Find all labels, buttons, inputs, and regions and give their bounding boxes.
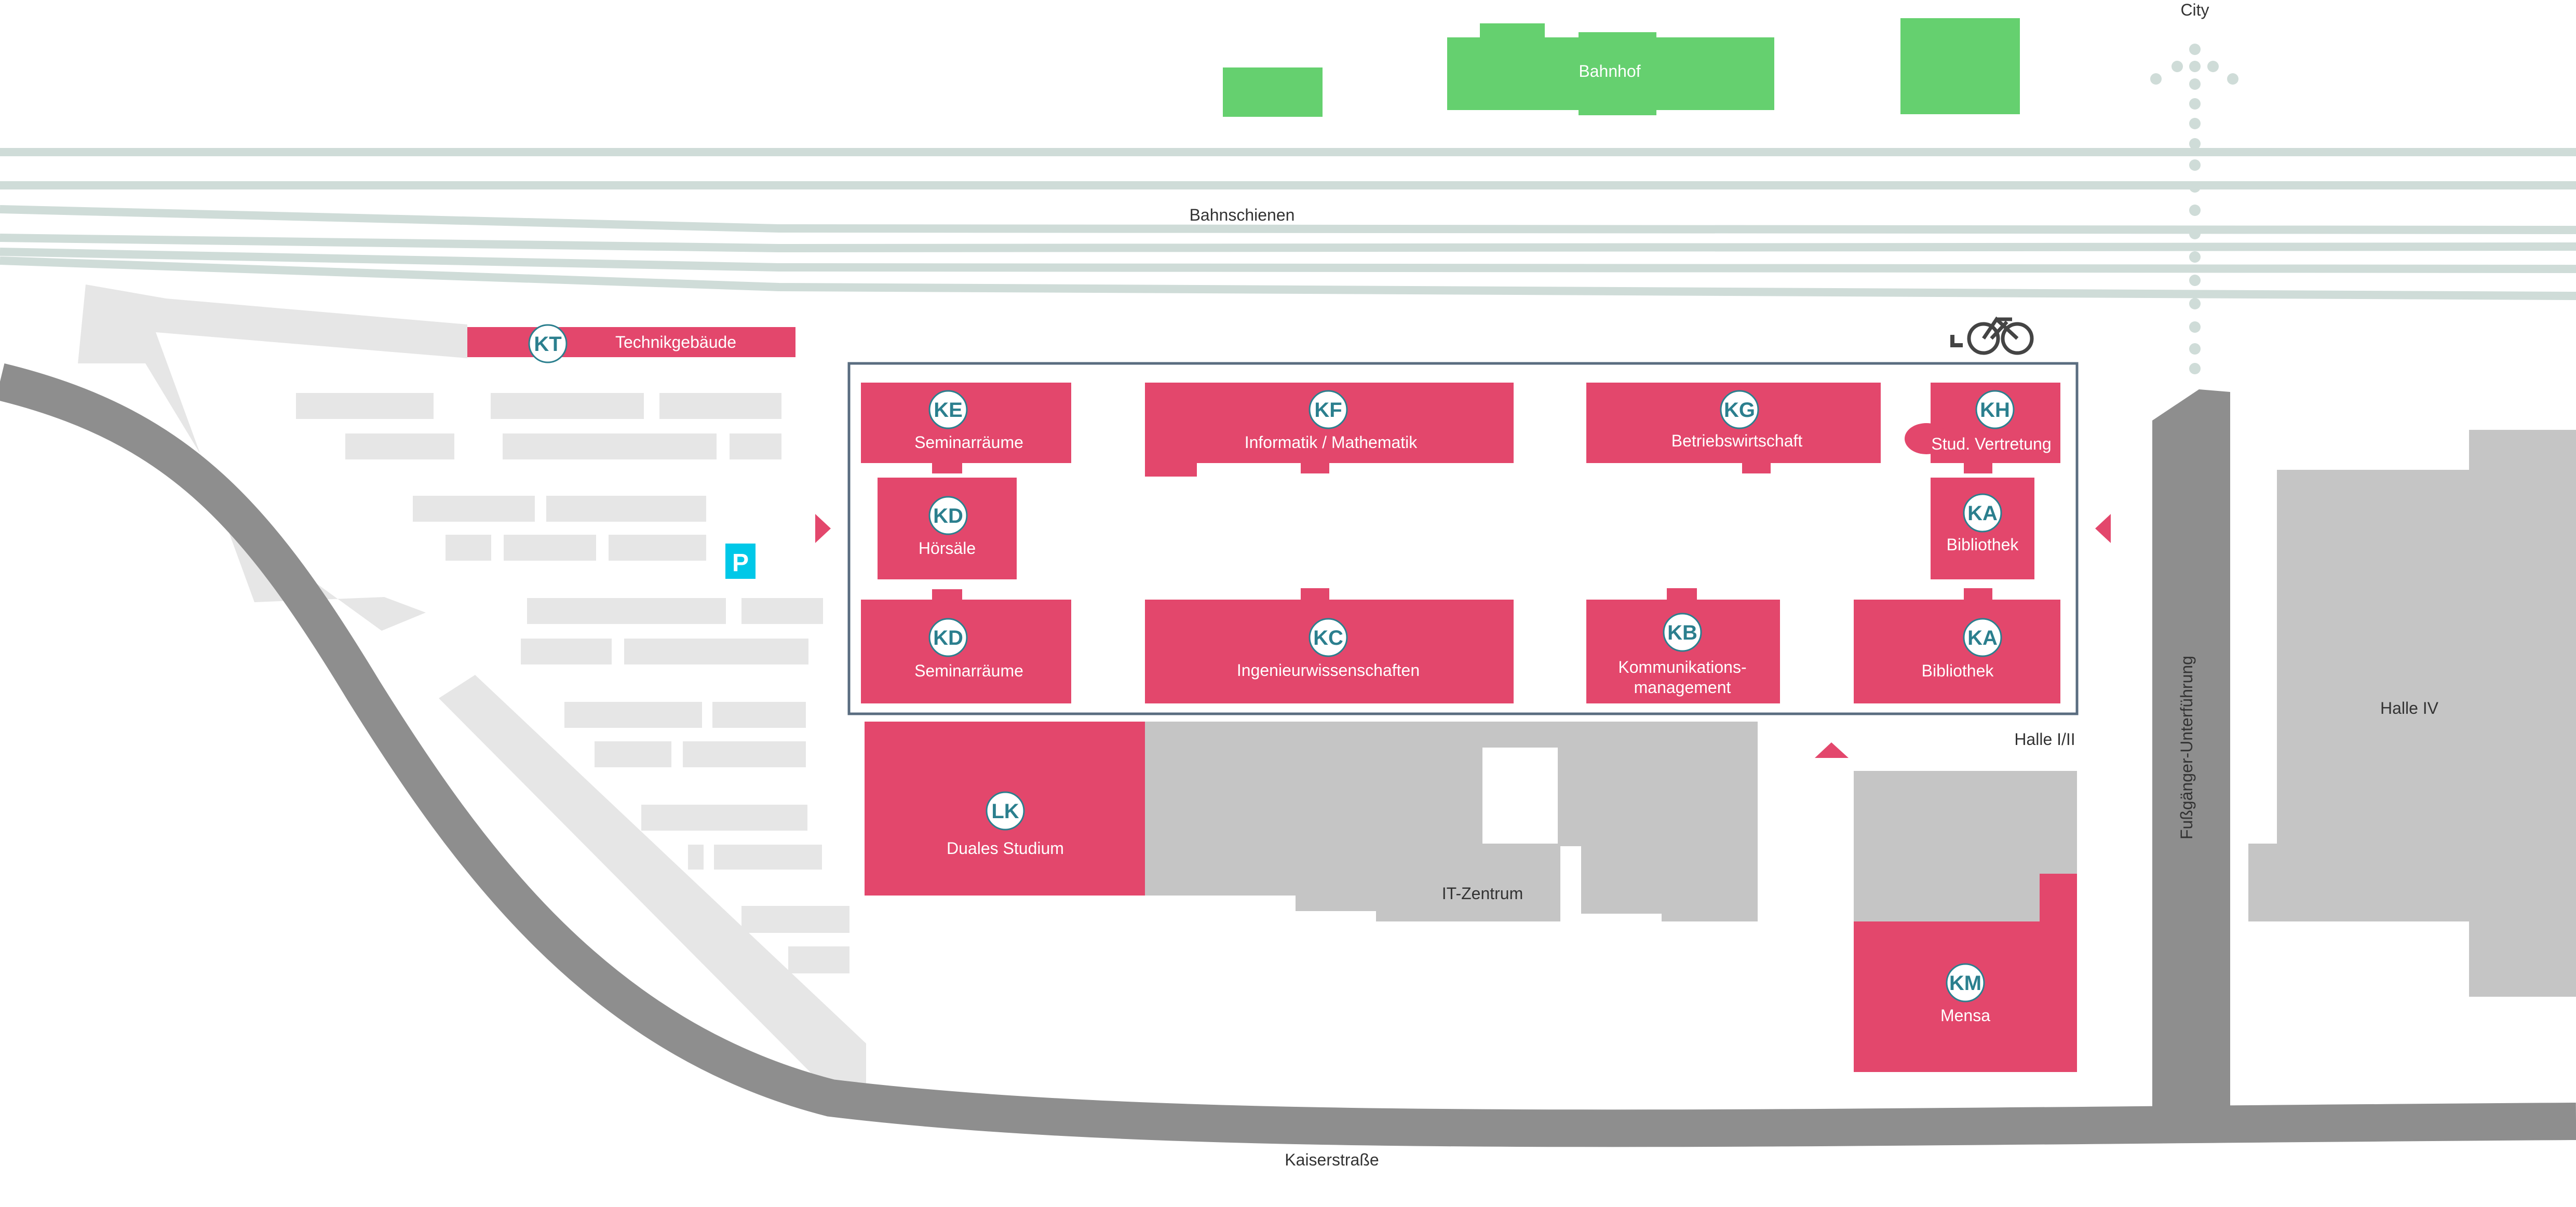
campus-outline	[847, 362, 2079, 715]
kd-hoersaele-code: KD	[933, 505, 963, 527]
kd-seminar-code: KD	[933, 627, 963, 649]
building-codes: KT KE KF KG KH KD KA KD KC KB KA LK KM	[534, 333, 2010, 995]
kf-code: KF	[1314, 399, 1342, 422]
kf-name: Informatik / Mathematik	[1245, 433, 1418, 452]
ke-code: KE	[934, 399, 963, 422]
halle-12-label: Halle I/II	[2014, 730, 2075, 749]
underpass-label: Fußgänger-Unterführung	[2177, 656, 2196, 839]
kg-name: Betriebswirtschaft	[1671, 431, 1803, 450]
western-road	[0, 363, 2576, 1147]
ka-lower-name: Bibliothek	[1922, 661, 1994, 680]
ka-upper-code: KA	[1967, 502, 1998, 525]
ka-upper-name: Bibliothek	[1947, 535, 2019, 554]
station-buildings	[1223, 18, 2020, 117]
kb-name-line2: management	[1634, 678, 1731, 697]
kg-code: KG	[1724, 399, 1755, 422]
ke-name: Seminarräume	[914, 433, 1023, 452]
it-zentrum-label: IT-Zentrum	[1442, 884, 1523, 903]
kh-code: KH	[1980, 399, 2010, 422]
entrance-arrow-icon	[815, 514, 2111, 758]
bicycle-icon	[1950, 316, 2034, 355]
kh-name: Stud. Vertretung	[1931, 435, 2051, 453]
campus-buildings	[467, 327, 2077, 1072]
kt-code: KT	[534, 333, 561, 356]
kb-name-line1: Kommunikations-	[1618, 658, 1746, 676]
bahnhof-label: Bahnhof	[1579, 62, 1640, 80]
city-label: City	[2180, 1, 2209, 19]
railway-tracks	[0, 148, 2576, 300]
building-names: Technikgebäude Seminarräume Informatik /…	[615, 333, 2052, 1025]
building-badges	[528, 324, 2015, 1002]
lk-code: LK	[991, 800, 1019, 823]
km-name: Mensa	[1940, 1006, 1990, 1025]
pedestrian-underpass	[2152, 389, 2230, 1121]
kb-code: KB	[1667, 621, 1697, 644]
rails-label: Bahnschienen	[1190, 206, 1295, 224]
halle-4-label: Halle IV	[2380, 699, 2439, 717]
kaiserstrasse-label: Kaiserstraße	[1285, 1150, 1379, 1169]
kd-seminar-name: Seminarräume	[914, 661, 1023, 680]
kd-hoersaele-name: Hörsäle	[919, 539, 976, 558]
west-buildings	[78, 284, 866, 1088]
parking-icon: P	[725, 544, 756, 579]
parking-label: P	[732, 549, 749, 577]
gray-buildings	[1145, 430, 2576, 997]
lk-name: Duales Studium	[947, 839, 1064, 858]
kc-name: Ingenieurwissenschaften	[1237, 661, 1420, 680]
ka-lower-code: KA	[1967, 627, 1998, 649]
kc-code: KC	[1313, 627, 1343, 649]
km-code: KM	[1949, 972, 1981, 995]
kt-name: Technikgebäude	[615, 333, 736, 351]
footpath-dots-icon	[2150, 44, 2238, 374]
